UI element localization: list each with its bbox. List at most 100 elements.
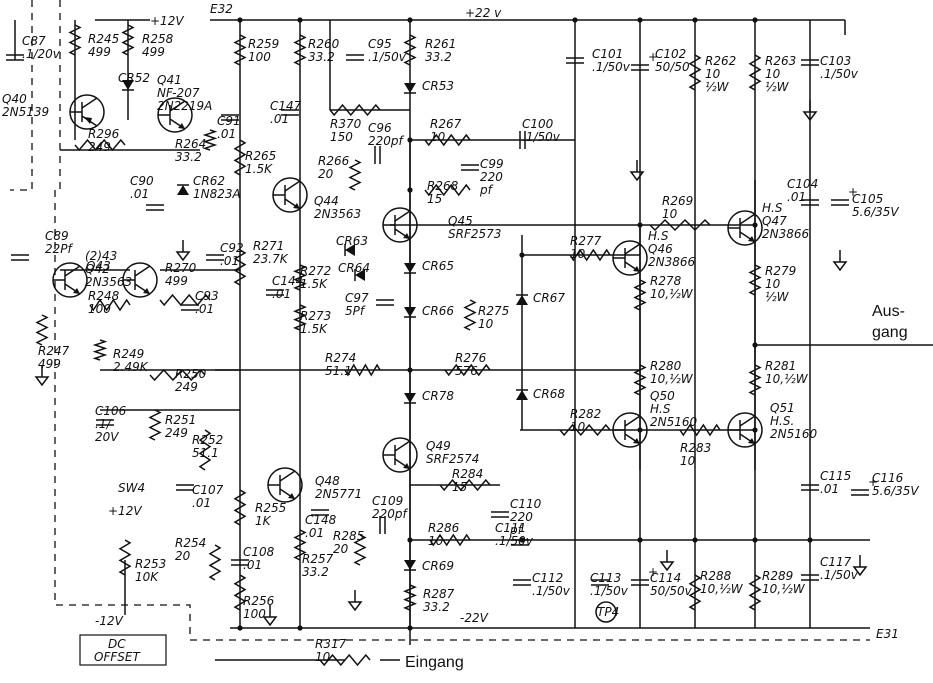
r277-ref-0: R277 bbox=[570, 234, 602, 248]
r259-resistor bbox=[233, 34, 247, 66]
c103-capacitor bbox=[801, 59, 819, 66]
tp4-test-point: TP4 bbox=[595, 601, 619, 623]
q41-value-0: NF-207 bbox=[157, 86, 200, 100]
r267-resistor bbox=[424, 133, 471, 147]
r279-value-0: 10 bbox=[765, 277, 781, 291]
c115-ref-0: C115 bbox=[820, 469, 851, 483]
q50-value-0: 2N5160 bbox=[650, 415, 698, 429]
c91-capacitor bbox=[221, 114, 239, 121]
r263-value-0: 10 bbox=[765, 67, 781, 81]
r370-ref-0: R370 bbox=[330, 117, 362, 131]
c99-value-0: 220 bbox=[480, 170, 503, 184]
cr63-diode bbox=[344, 244, 355, 256]
c99-value-1: pf bbox=[479, 183, 494, 197]
cr68-ref-0: CR68 bbox=[533, 387, 565, 401]
q42-transistor bbox=[52, 262, 88, 298]
q40-transistor bbox=[69, 94, 105, 130]
r265-resistor bbox=[233, 139, 247, 176]
c148-ref-0: C148 bbox=[305, 513, 337, 527]
r253-value-0: 10K bbox=[135, 570, 159, 584]
c101-ref-0: C101 bbox=[592, 47, 623, 61]
r270-value-0: 499 bbox=[165, 274, 188, 288]
e32-label: E32 bbox=[210, 2, 233, 16]
r248-ref-0: R248 bbox=[88, 289, 120, 303]
c100-ref-0: C100 bbox=[522, 117, 554, 131]
q41-ref-0: Q41 bbox=[157, 73, 182, 87]
r247-value-0: 499 bbox=[38, 357, 61, 371]
r264-ref-0: R264 bbox=[175, 137, 206, 151]
cr52-ref-0: CR52 bbox=[118, 71, 150, 85]
r252-ref-0: R252 bbox=[192, 433, 223, 447]
r245-ref-0: R245 bbox=[88, 32, 119, 46]
cr62-diode bbox=[177, 184, 189, 195]
r258-resistor bbox=[121, 24, 135, 56]
q42-ref-0: (2)43 bbox=[85, 249, 117, 263]
ausgang-label-2: gang bbox=[872, 324, 908, 341]
cr65-ref-0: CR65 bbox=[422, 259, 454, 273]
r263-resistor bbox=[748, 54, 762, 91]
q47-transistor bbox=[727, 210, 763, 246]
cr62-ref-0: CR62 bbox=[193, 174, 225, 188]
c92-ref-0: C92 bbox=[220, 241, 244, 255]
r262-resistor bbox=[688, 54, 702, 91]
c101-capacitor bbox=[566, 57, 584, 64]
r274-ref-0: R274 bbox=[325, 351, 356, 365]
r279-resistor bbox=[748, 264, 762, 296]
c110-value-1: pf bbox=[509, 523, 524, 537]
r272-resistor bbox=[293, 264, 307, 291]
r250-ref-0: R250 bbox=[175, 367, 207, 381]
q43-transistor bbox=[122, 262, 158, 298]
c108-capacitor bbox=[231, 559, 249, 566]
c115-value-0: .01 bbox=[820, 482, 839, 496]
c117-capacitor bbox=[801, 574, 819, 581]
c110-capacitor bbox=[491, 511, 509, 518]
c93-capacitor bbox=[181, 304, 199, 311]
r253-ref-0: R253 bbox=[135, 557, 166, 571]
c103-value-0: .1/50v bbox=[820, 67, 859, 81]
cr66-diode bbox=[404, 307, 416, 318]
c113-capacitor bbox=[591, 579, 609, 586]
r289-ref-0: R289 bbox=[762, 569, 793, 583]
r282-value-0: 10 bbox=[570, 420, 586, 434]
c108-value-0: .01 bbox=[243, 558, 262, 572]
c110-ref-0: C110 bbox=[510, 497, 542, 511]
r287-ref-0: R287 bbox=[423, 587, 455, 601]
r280-value-0: 10,½W bbox=[650, 372, 694, 386]
r282-ref-0: R282 bbox=[570, 407, 601, 421]
r283-resistor bbox=[679, 423, 721, 437]
r286-resistor bbox=[429, 533, 471, 547]
r283-value-0: 10 bbox=[680, 454, 696, 468]
r266-resistor bbox=[348, 159, 362, 191]
q45-ref-0: Q45 bbox=[448, 214, 473, 228]
c89-ref-0: C89 bbox=[45, 229, 69, 243]
q43-ref-0: Q43 bbox=[86, 259, 111, 273]
r267-ref-0: R267 bbox=[430, 117, 462, 131]
r289-resistor bbox=[748, 574, 762, 611]
r255-ref-0: R255 bbox=[255, 501, 286, 515]
c144-value-0: .01 bbox=[272, 287, 291, 301]
r270-resistor bbox=[159, 293, 211, 307]
plus22v-rail-label: +22 v bbox=[465, 6, 502, 20]
c106-value-0: .1/ bbox=[95, 417, 112, 431]
r286-value-0: 10 bbox=[428, 534, 444, 548]
r281-resistor bbox=[748, 364, 762, 396]
r252-resistor bbox=[198, 429, 212, 471]
cr69-diode bbox=[404, 560, 416, 571]
q51-ref-1: H.S. bbox=[770, 414, 794, 428]
c148-value-0: .01 bbox=[305, 526, 324, 540]
c87-value-0: .1/20v bbox=[22, 47, 61, 61]
c106-capacitor bbox=[96, 419, 114, 426]
r271-resistor bbox=[233, 249, 247, 286]
c114-plus: + bbox=[648, 565, 658, 579]
q42-ref-1: Q42 bbox=[85, 262, 110, 276]
q44-ref-0: Q44 bbox=[314, 194, 339, 208]
cr53-diode bbox=[404, 83, 416, 94]
r255-value-0: 1K bbox=[255, 514, 272, 528]
cr78-diode bbox=[404, 393, 416, 404]
r273-ref-0: R273 bbox=[300, 309, 331, 323]
q40-value-0: 2N5139 bbox=[2, 105, 49, 119]
c90-value-0: .01 bbox=[130, 187, 149, 201]
e31-label: E31 bbox=[876, 627, 899, 641]
r288-ref-0: R288 bbox=[700, 569, 732, 583]
dc-offset-label-1: DC bbox=[108, 637, 126, 651]
